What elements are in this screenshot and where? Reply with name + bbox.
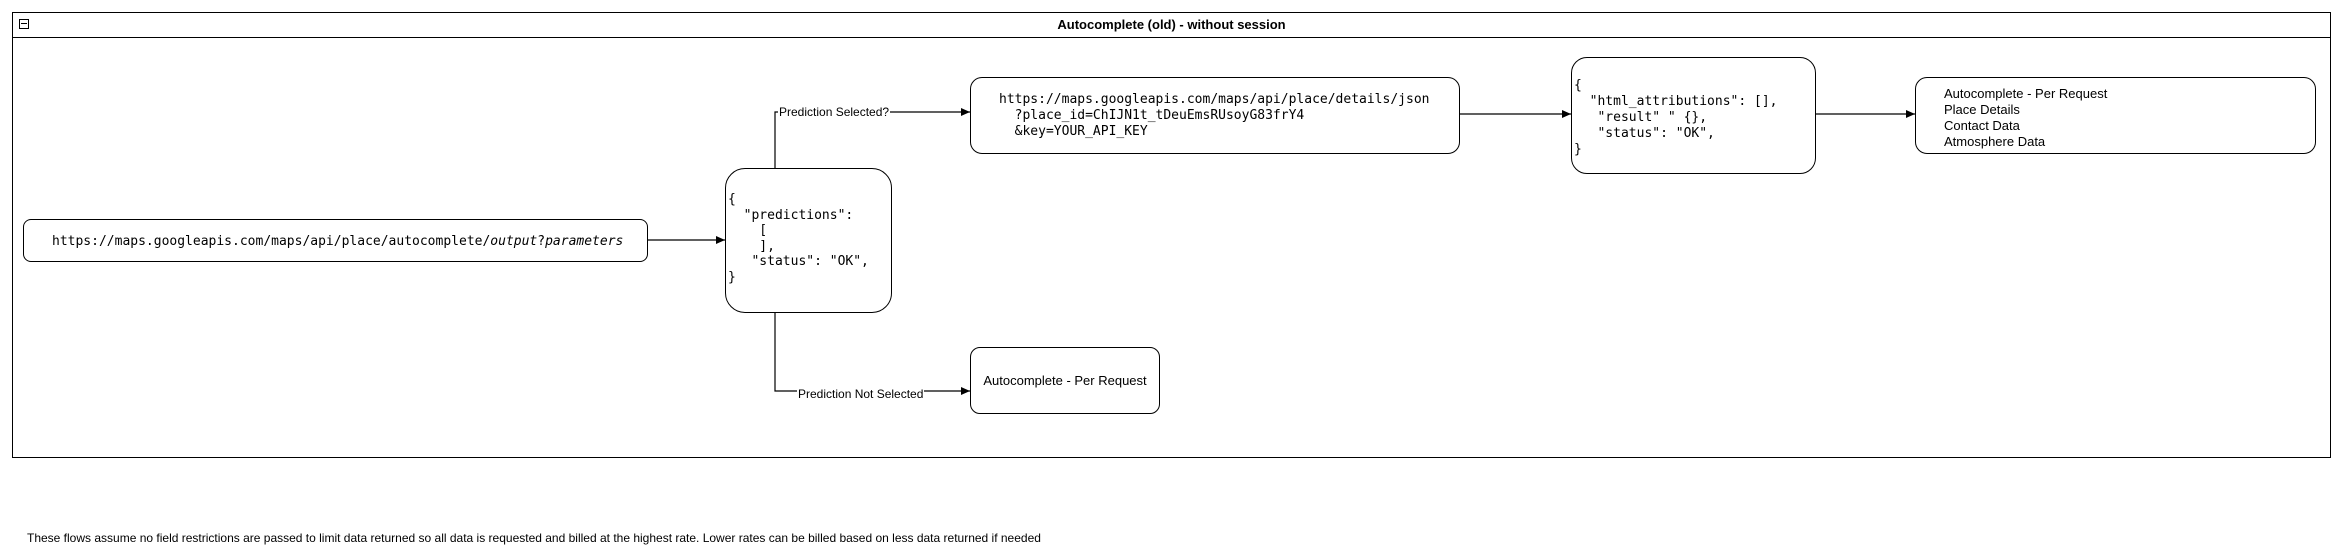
autocomplete-request-node: https://maps.googleapis.com/maps/api/pla… [23, 219, 648, 262]
autocomplete-url-output: output [490, 234, 538, 249]
collapse-icon[interactable] [19, 19, 29, 29]
edge-label-not-selected: Prediction Not Selected [797, 387, 925, 401]
autocomplete-url-prefix: https://maps.googleapis.com/maps/api/pla… [52, 234, 491, 249]
predictions-response-node: { "predictions": [ ], "status": "OK", } [725, 168, 892, 313]
billing-item: Contact Data [1944, 118, 2020, 133]
billing-selected-node: Autocomplete - Per Request Place Details… [1915, 77, 2316, 154]
details-request-node: https://maps.googleapis.com/maps/api/pla… [970, 77, 1460, 154]
edge-label-selected: Prediction Selected? [778, 105, 891, 119]
billing-item: Autocomplete - Per Request [1944, 86, 2108, 101]
footnote: These flows assume no field restrictions… [27, 531, 1041, 545]
details-response-node: { "html_attributions": [], "result" " {}… [1571, 57, 1816, 174]
billing-not-selected-label: Autocomplete - Per Request [983, 373, 1147, 388]
autocomplete-url-params: parameters [545, 234, 624, 249]
diagram-frame: Autocomplete (old) - without session [12, 12, 2331, 458]
frame-header: Autocomplete (old) - without session [13, 13, 2330, 38]
autocomplete-url-sep: ? [537, 234, 546, 249]
billing-not-selected-node: Autocomplete - Per Request [970, 347, 1160, 414]
edge-prediction-not-selected [774, 313, 970, 395]
billing-item: Place Details [1944, 102, 2020, 117]
edge-prediction-selected [774, 108, 970, 168]
frame-title: Autocomplete (old) - without session [1057, 17, 1286, 32]
billing-item: Atmosphere Data [1944, 134, 2046, 149]
